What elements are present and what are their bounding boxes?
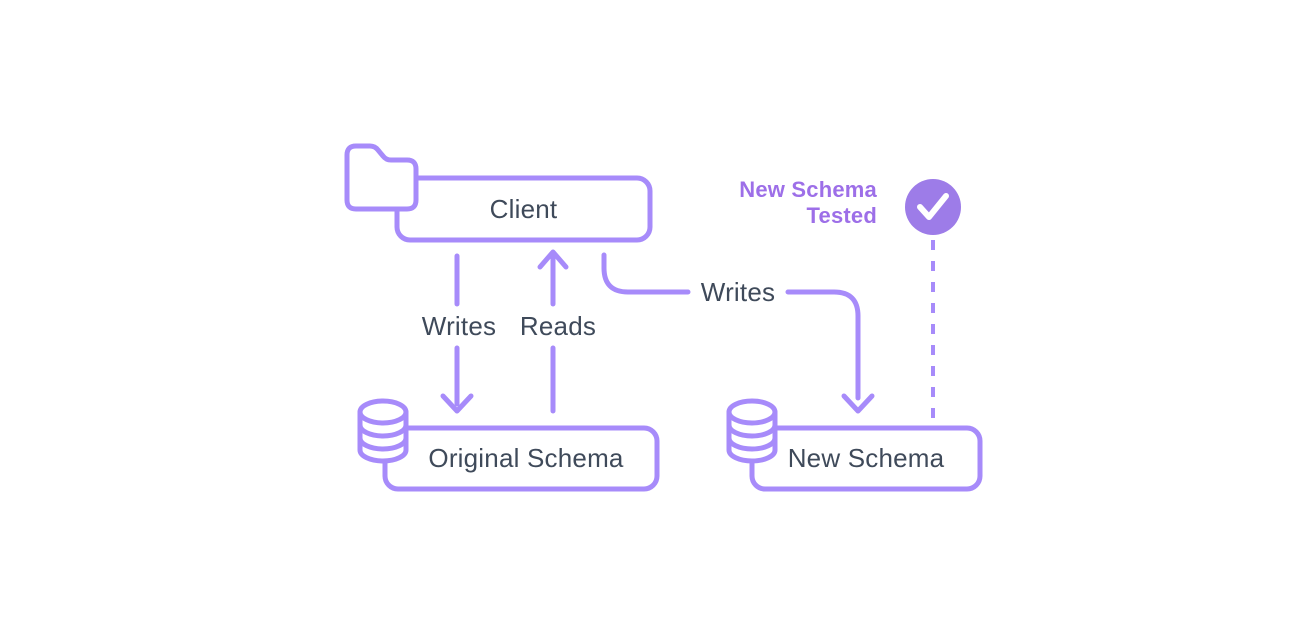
database-icon (357, 398, 409, 464)
check-icon (905, 179, 961, 235)
folder-icon (344, 143, 419, 212)
writes-right-arrow (601, 252, 875, 414)
reads-edge-label: Reads (519, 310, 597, 341)
writes-left-arrow (440, 253, 474, 414)
client-node-label: Client (489, 193, 558, 224)
database-icon (726, 398, 778, 464)
reads-arrow (537, 249, 569, 414)
new-schema-node-label: New Schema (787, 443, 945, 473)
tested-annotation-line1: New Schema (739, 177, 877, 202)
tested-annotation: New Schema Tested (577, 177, 877, 229)
writes-right-edge-label: Writes (700, 276, 776, 307)
original-schema-node-label: Original Schema (428, 443, 624, 473)
writes-left-edge-label: Writes (421, 310, 497, 341)
tested-annotation-line2: Tested (806, 203, 877, 228)
